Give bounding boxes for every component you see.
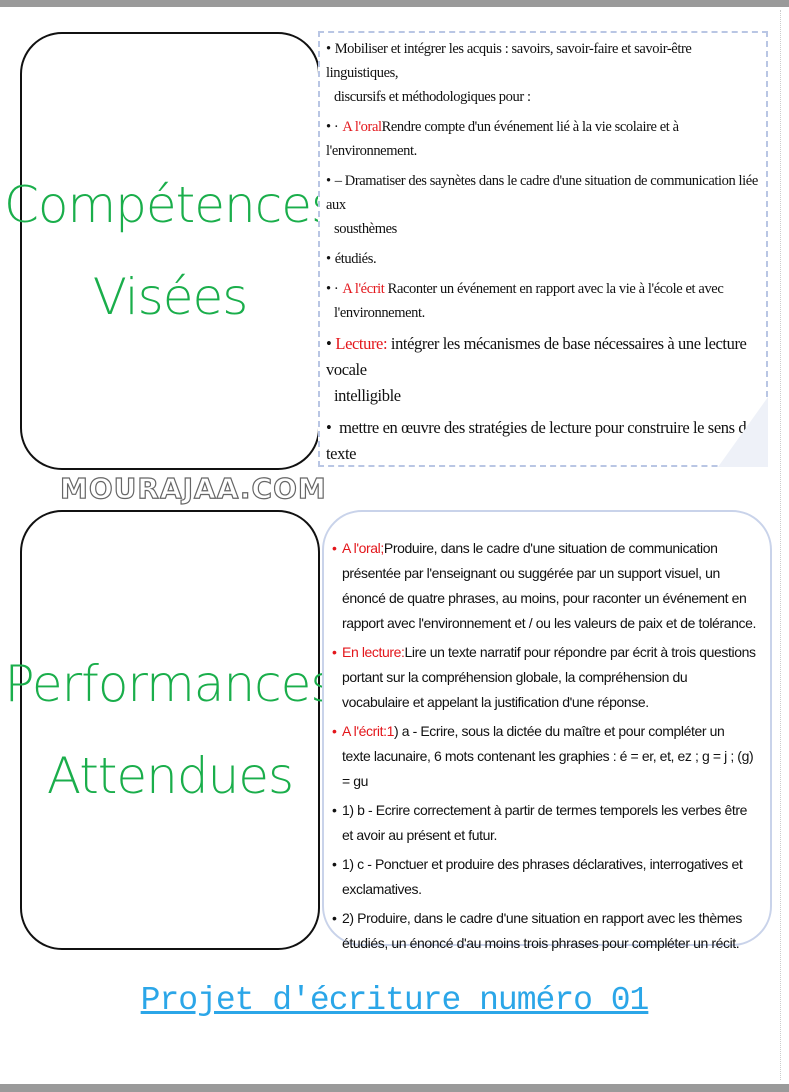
competence-text: discursifs et méthodologiques pour : bbox=[334, 89, 531, 105]
performance-text: ) a - Ecrire, sous la dictée du maître e… bbox=[342, 723, 754, 789]
competence-line: • mettre en œuvre des stratégies de lect… bbox=[326, 415, 758, 467]
competence-line: •Mobiliser et intégrer les acquis : savo… bbox=[326, 37, 758, 85]
bullet: • bbox=[332, 856, 337, 872]
competences-heading-line1: Compétences bbox=[3, 176, 337, 234]
bullet: • bbox=[326, 251, 331, 267]
page-border-bottom bbox=[0, 1084, 789, 1092]
competence-line: l'environnement. bbox=[326, 301, 758, 325]
competence-line: •Lecture: intégrer les mécanismes de bas… bbox=[326, 331, 758, 383]
performance-item: • 1) b - Ecrire correctement à partir de … bbox=[332, 798, 756, 848]
competence-text: Rendre compte d'un événement lié à la vi… bbox=[326, 119, 679, 159]
bullet: • · bbox=[326, 281, 339, 297]
competence-text: sousthèmes bbox=[334, 221, 397, 237]
bullet: • bbox=[326, 41, 331, 57]
performance-label: En lecture: bbox=[342, 644, 405, 660]
bullet: • bbox=[332, 540, 337, 556]
competence-text: – Dramatiser des saynètes dans le cadre … bbox=[326, 173, 758, 213]
competence-text: intégrer les mécanismes de base nécessai… bbox=[326, 334, 747, 379]
performance-item: • 2) Produire, dans le cadre d'une situat… bbox=[332, 906, 756, 956]
bullet: • bbox=[332, 723, 337, 739]
competence-line: discursifs et méthodologiques pour : bbox=[326, 85, 758, 109]
performances-heading-line1: Performances bbox=[4, 655, 337, 713]
competence-line: sousthèmes bbox=[326, 217, 758, 241]
watermark: MOURAJAA.COM bbox=[59, 471, 327, 505]
bullet: • · bbox=[326, 119, 339, 135]
performance-text: Lire un texte narratif pour répondre par… bbox=[342, 644, 756, 710]
competences-content-box: •Mobiliser et intégrer les acquis : savo… bbox=[318, 31, 768, 467]
page-border-top bbox=[0, 0, 789, 7]
competence-text: Mobiliser et intégrer les acquis : savoi… bbox=[326, 41, 692, 81]
bullet: • bbox=[332, 802, 337, 818]
performance-text: 2) Produire, dans le cadre d'une situati… bbox=[342, 910, 742, 951]
competence-line: •étudiés. bbox=[326, 247, 758, 271]
competences-heading-line2: Visées bbox=[92, 268, 249, 326]
project-title: Projet d'écriture numéro 01 bbox=[0, 982, 789, 1019]
competence-label: Lecture: bbox=[335, 334, 388, 353]
performance-item: • 1) c - Ponctuer et produire des phrases… bbox=[332, 852, 756, 902]
competences-heading-box: Compétences Visées bbox=[4, 32, 337, 470]
competence-line: • ·A l'écrit Raconter un événement en ra… bbox=[326, 277, 758, 301]
bullet: • bbox=[332, 910, 337, 926]
bullet: • bbox=[326, 418, 332, 437]
competence-line: • ·A l'oralRendre compte d'un événement … bbox=[326, 115, 758, 163]
competence-line: •– Dramatiser des saynètes dans le cadre… bbox=[326, 169, 758, 217]
performance-text: 1) c - Ponctuer et produire des phrases … bbox=[342, 856, 743, 897]
page-border-right bbox=[778, 10, 781, 1080]
performance-item: • A l'écrit:1) a - Ecrire, sous la dictée… bbox=[332, 719, 756, 794]
performance-item: • A l'oral;Produire, dans le cadre d'une … bbox=[332, 536, 756, 636]
competence-label: A l'oral bbox=[342, 119, 382, 135]
competence-text: intelligible bbox=[334, 386, 401, 405]
competence-line: intelligible bbox=[326, 383, 758, 409]
performance-label: A l'écrit:1 bbox=[342, 723, 394, 739]
competence-text: étudiés. bbox=[334, 251, 377, 267]
competence-text: l'environnement. bbox=[334, 305, 425, 321]
performances-content-box: • A l'oral;Produire, dans le cadre d'une … bbox=[322, 510, 772, 951]
competence-text: mettre en œuvre des stratégies de lectur… bbox=[326, 418, 754, 463]
bullet: • bbox=[326, 334, 332, 353]
performance-text: Produire, dans le cadre d'une situation … bbox=[342, 540, 756, 631]
competence-label: A l'écrit bbox=[342, 281, 385, 297]
performance-label: A l'oral; bbox=[342, 540, 384, 556]
bullet: • bbox=[326, 173, 331, 189]
performance-item: • En lecture:Lire un texte narratif pour … bbox=[332, 640, 756, 715]
competence-text: Raconter un événement en rapport avec la… bbox=[384, 281, 724, 297]
bullet: • bbox=[332, 644, 337, 660]
performance-text: 1) b - Ecrire correctement à partir de t… bbox=[342, 802, 747, 843]
performances-heading-box: Performances Attendues bbox=[5, 510, 336, 950]
project-title-link[interactable]: Projet d'écriture numéro 01 bbox=[140, 982, 650, 1019]
performances-heading-line2: Attendues bbox=[46, 747, 294, 805]
